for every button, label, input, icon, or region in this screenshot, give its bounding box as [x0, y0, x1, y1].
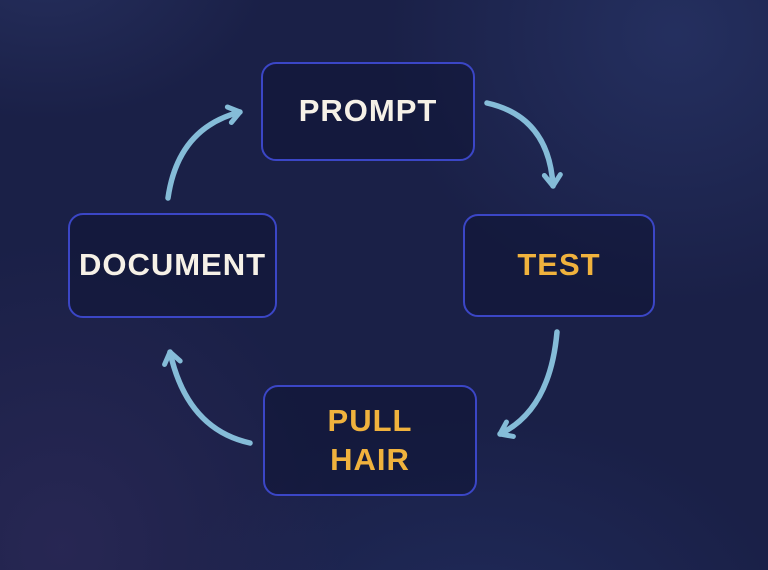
node-pull-hair-label: PULL HAIR [327, 402, 413, 477]
arrow-document-to-prompt [165, 104, 243, 201]
node-prompt-label: PROMPT [298, 93, 438, 129]
arrow-prompt-to-test [484, 100, 563, 189]
arrow-test-to-pull-hair [497, 329, 560, 439]
arrow-pull-hair-to-document [162, 349, 253, 446]
node-document: DOCUMENT [68, 213, 277, 318]
node-test-label: TEST [517, 247, 601, 283]
node-pull-hair: PULL HAIR [263, 385, 477, 496]
node-test: TEST [463, 214, 655, 317]
node-document-label: DOCUMENT [78, 247, 267, 283]
node-prompt: PROMPT [261, 62, 475, 161]
